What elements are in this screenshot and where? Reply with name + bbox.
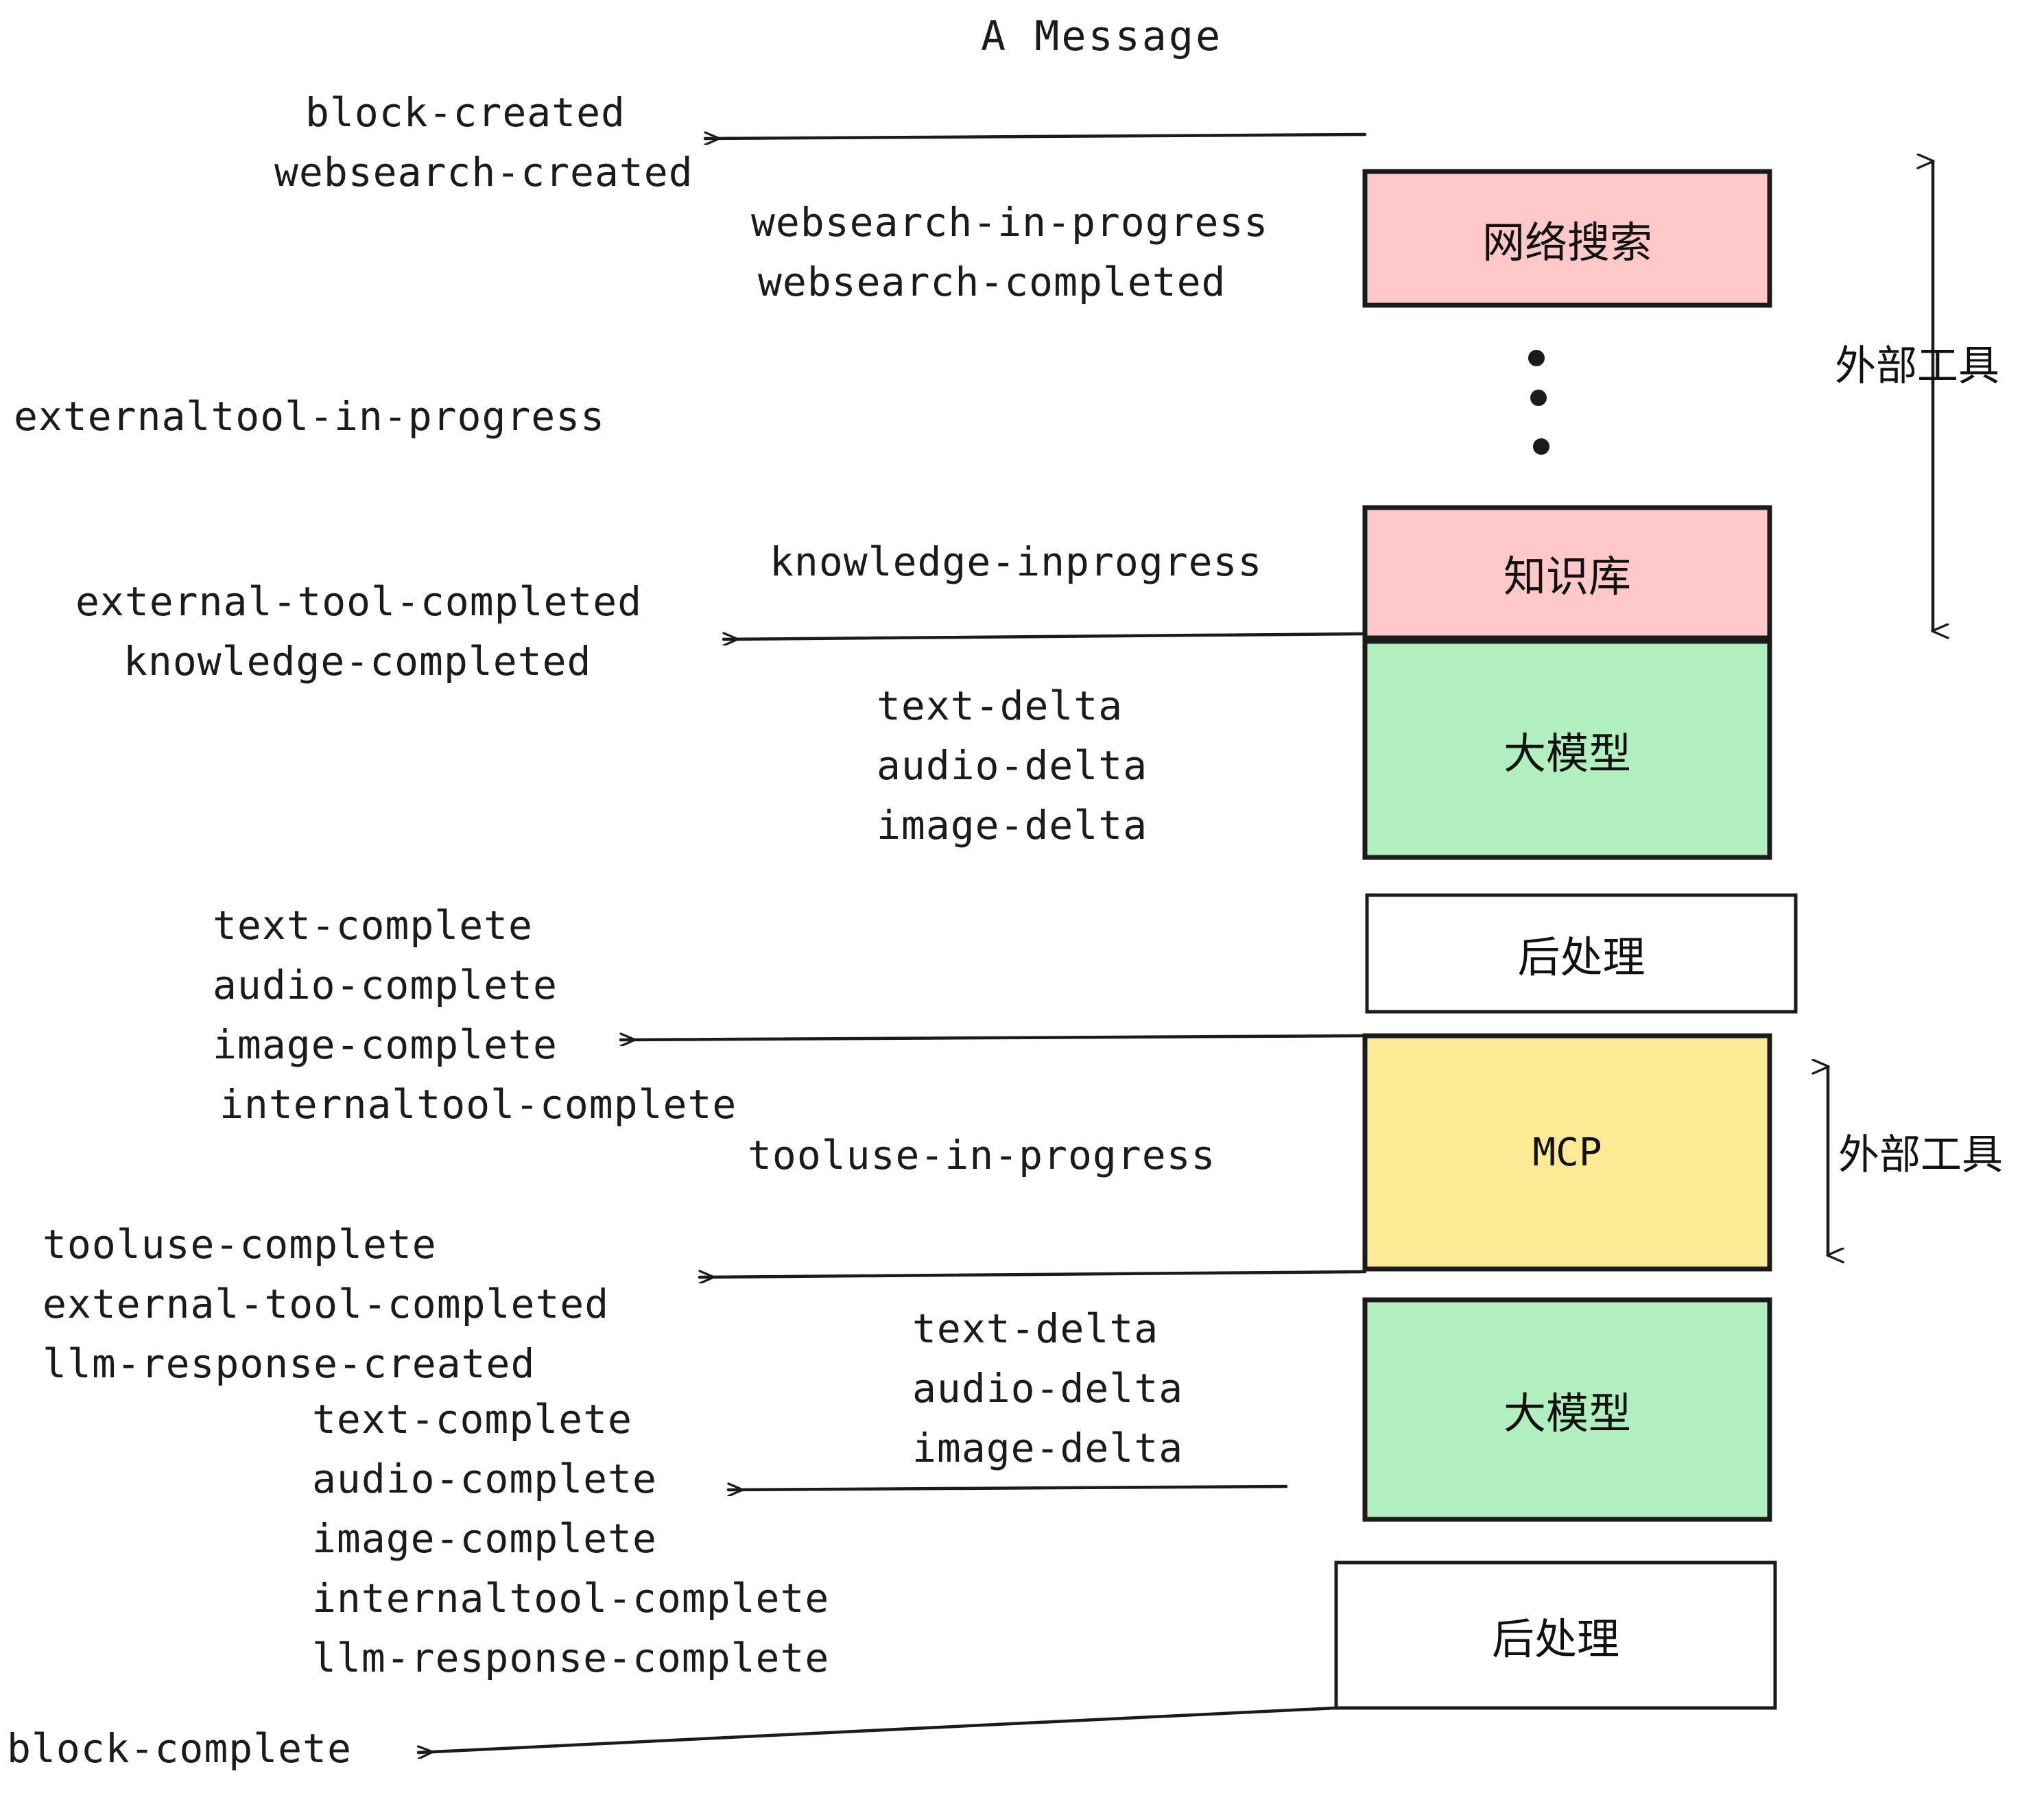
event-label: image-delta (912, 1425, 1184, 1471)
ellipsis-dots-group (1528, 350, 1549, 455)
box-post-bottom (1334, 1560, 1777, 1710)
event-label: knowledge-inprogress (770, 538, 1263, 585)
event-label: llm-response-complete (312, 1635, 830, 1681)
event-label: text-delta (912, 1305, 1159, 1352)
event-label: tooluse-in-progress (748, 1132, 1216, 1178)
box-label-llm-top: 大模型 (1503, 730, 1631, 778)
arrow-tooluse (698, 1272, 1367, 1277)
event-label: text-complete (312, 1396, 632, 1443)
event-label: websearch-in-progress (751, 199, 1269, 246)
event-label: image-complete (213, 1021, 558, 1068)
box-label-mcp: MCP (1532, 1130, 1602, 1175)
event-label: text-delta (877, 683, 1124, 729)
arrow-audio-complete (726, 1486, 1288, 1490)
event-label: internaltool-complete (312, 1575, 830, 1622)
arrow-knowledge (722, 634, 1367, 639)
box-label-llm-bottom: 大模型 (1503, 1390, 1631, 1438)
event-label: audio-complete (213, 962, 558, 1008)
box-knowledge (1362, 505, 1772, 641)
event-label: external-tool-completed (75, 578, 643, 625)
box-mcp (1362, 1033, 1772, 1272)
event-label: image-complete (312, 1515, 657, 1562)
ellipsis-dot-3 (1533, 438, 1549, 455)
box-websearch (1362, 169, 1772, 308)
arrow-block-complete (416, 1706, 1338, 1753)
double-arrow-group (1828, 161, 1933, 1255)
event-label: external-tool-completed (43, 1281, 610, 1327)
page-title: A Message (981, 12, 1223, 60)
box-label-post-top: 后处理 (1517, 934, 1645, 982)
event-label: externaltool-in-progress (14, 393, 606, 440)
arrow-group (416, 134, 1367, 1753)
event-label: tooluse-complete (43, 1221, 437, 1268)
event-label: audio-complete (312, 1456, 657, 1502)
box-label-websearch: 网络搜索 (1482, 219, 1652, 267)
event-label: llm-response-created (43, 1340, 536, 1387)
box-llm-bottom (1362, 1297, 1772, 1522)
event-label: internaltool-complete (219, 1081, 737, 1128)
ellipsis-dot-1 (1528, 350, 1545, 366)
box-label-post-bottom: 后处理 (1491, 1616, 1619, 1663)
arrow-image-complete (619, 1036, 1367, 1040)
side-label-external-tool-top: 外部工具 (1835, 343, 1999, 389)
event-label: audio-delta (877, 742, 1148, 789)
event-label: text-complete (213, 902, 533, 949)
event-label: knowledge-completed (123, 638, 592, 685)
event-label: block-complete (7, 1725, 352, 1772)
arrow-block-created (703, 134, 1367, 139)
event-label: image-delta (877, 802, 1148, 848)
event-label: audio-delta (912, 1365, 1184, 1412)
ellipsis-dot-2 (1530, 390, 1547, 406)
box-llm-top (1362, 639, 1772, 860)
box-group (1334, 169, 1798, 1710)
box-label-knowledge: 知识库 (1503, 554, 1631, 601)
box-post-top (1365, 893, 1798, 1014)
event-label: websearch-completed (758, 259, 1226, 305)
side-label-external-tool-bottom: 外部工具 (1838, 1132, 2003, 1178)
event-label: websearch-created (274, 149, 693, 195)
event-label: block-created (305, 89, 626, 136)
